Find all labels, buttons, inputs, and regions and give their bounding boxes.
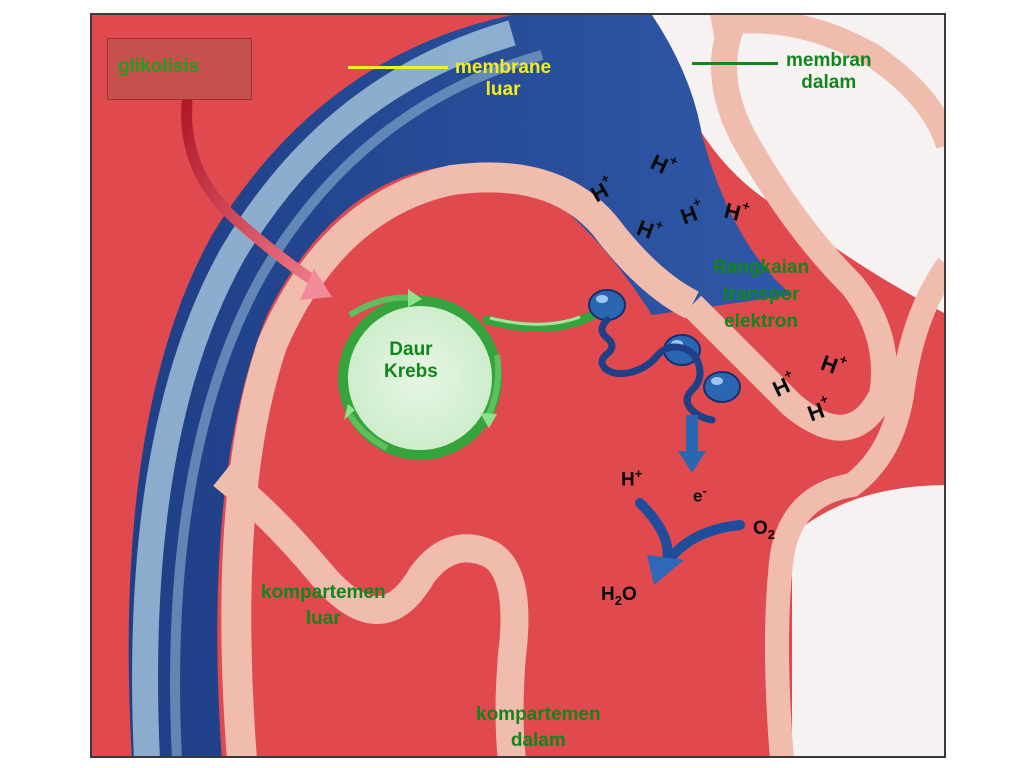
inner-compartment-label: kompartemen dalam [476,704,601,751]
glycolysis-arrow [181,97,323,289]
krebs-cycle-label: Daur Krebs [384,339,438,382]
inner-membrane-band-left [221,162,699,756]
water-label: H2O [601,584,637,608]
electron-transport-label: Rangkaian transpor elektron [713,257,810,332]
oxygen-convergence [664,520,745,565]
glycolysis-box: glikolisis [107,38,252,100]
glycolysis-label: glikolisis [118,56,200,77]
outer-compartment-label: kompartemen luar [261,582,386,629]
electron-chain-wave [598,316,716,424]
water-arrowhead [647,555,684,585]
inner-membrane-band-right [682,20,897,441]
outer-space-highlight [392,15,944,756]
mitochondrion-illustration [92,15,944,756]
outer-membrane-blue [128,15,792,756]
glycolysis-arrowhead [300,269,332,300]
inner-membrane-label: membran dalam [786,50,872,93]
diagram-frame [90,13,946,758]
inner-membrane-band-bottom [213,464,529,756]
outer-membrane-legend-line [348,66,448,69]
inner-membrane-legend-line [692,62,778,65]
outer-membrane-highlight [132,20,516,756]
electron-label: e- [693,483,707,506]
outer-membrane-label: membrane luar [455,57,552,100]
proton-reactant-label: H+ [621,466,643,491]
oxygen-label: O2 [753,518,776,542]
inner-membrane-band-lower [765,257,944,756]
